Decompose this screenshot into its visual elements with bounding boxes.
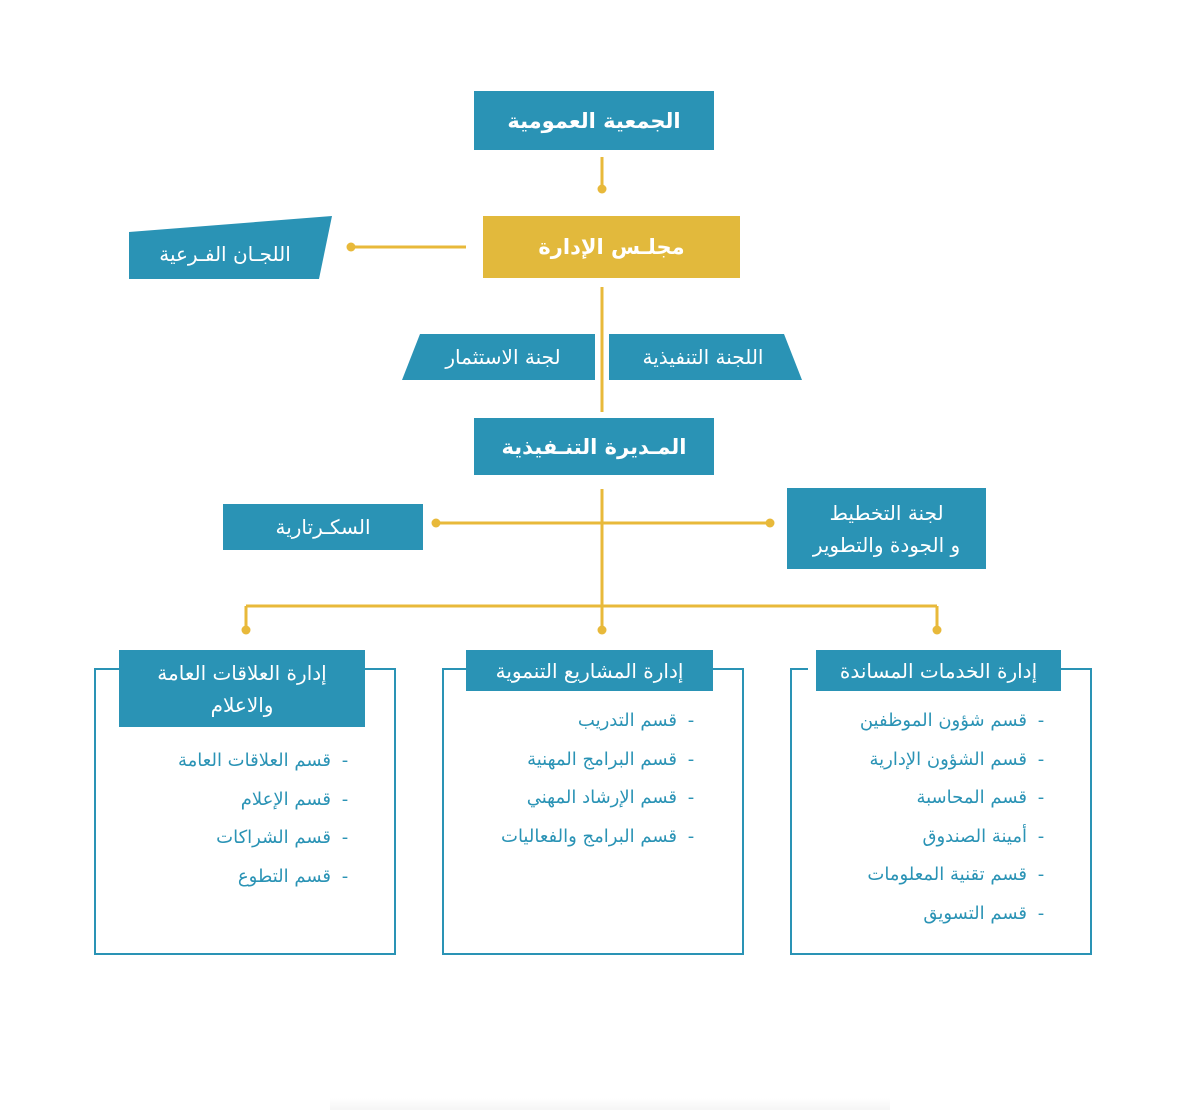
- executive-committee-shape: [609, 334, 802, 380]
- dept-title-support-services: إدارة الخدمات المساندة: [816, 650, 1061, 691]
- panel-border: [365, 668, 396, 670]
- panel-border: [442, 668, 466, 670]
- list-item: -قسم الشؤون الإدارية: [860, 741, 1055, 780]
- bullet-dash: -: [1037, 902, 1045, 924]
- dept-panel-public-relations: [94, 668, 396, 955]
- list-item: -قسم الإعلام: [178, 781, 359, 820]
- list-item-label: أمينة الصندوق: [922, 825, 1027, 847]
- dept-panel-development-projects: [442, 668, 744, 955]
- general-assembly-box: الجمعية العمومية: [474, 91, 714, 150]
- footer-shadow: [330, 1098, 890, 1110]
- bullet-dash: -: [687, 787, 695, 808]
- list-item-label: قسم الإعلام: [240, 788, 331, 810]
- secretariat-label: السكـرتارية: [275, 515, 371, 539]
- bullet-dash: -: [687, 710, 695, 731]
- secretariat-box: السكـرتارية: [223, 504, 423, 550]
- connector-dot: [241, 625, 251, 635]
- planning-committee-line1: لجنة التخطيط: [829, 500, 944, 525]
- subcommittees-box: اللجـان الفـرعية: [135, 230, 315, 278]
- dept-title-label: إدارة المشاريع التنموية: [495, 658, 684, 683]
- connector-dot: [346, 242, 356, 252]
- panel-border: [1061, 668, 1092, 670]
- list-item-label: قسم الإرشاد المهني: [526, 787, 677, 808]
- list-item: -قسم شؤون الموظفين: [860, 702, 1055, 741]
- list-item: -قسم الإرشاد المهني: [501, 779, 705, 818]
- executive-committee-label: اللجنة التنفيذية: [642, 345, 764, 369]
- investment-committee-shape: [402, 334, 595, 380]
- executive-directorate-label: المـديرة التنـفيذية: [501, 434, 687, 459]
- dept-list-public-relations: -قسم العلاقات العامة -قسم الإعلام -قسم ا…: [178, 742, 359, 896]
- bullet-dash: -: [1037, 787, 1045, 808]
- list-item: -قسم التدريب: [501, 702, 705, 741]
- executive-directorate-box: المـديرة التنـفيذية: [474, 418, 714, 475]
- list-item: -قسم البرامج والفعاليات: [501, 818, 705, 857]
- executive-committee-box: اللجنة التنفيذية: [622, 334, 784, 380]
- bullet-dash: -: [1037, 710, 1045, 731]
- dept-title-line1: إدارة العلاقات العامة: [157, 660, 327, 685]
- bullet-dash: -: [1037, 748, 1045, 770]
- board-label: مجلـس الإدارة: [538, 235, 685, 259]
- panel-border: [713, 668, 744, 670]
- list-item: -قسم التطوع: [178, 858, 359, 897]
- subcommittees-shape: [129, 216, 332, 279]
- list-item-label: قسم التطوع: [237, 865, 331, 887]
- list-item: -قسم البرامج المهنية: [501, 741, 705, 780]
- bullet-dash: -: [341, 750, 349, 771]
- bullet-dash: -: [687, 748, 695, 770]
- bullet-dash: -: [341, 788, 349, 810]
- bullet-dash: -: [1037, 864, 1045, 885]
- list-item: -قسم التسويق: [860, 895, 1055, 934]
- subcommittees-label: اللجـان الفـرعية: [159, 242, 291, 266]
- connector-dot: [597, 184, 607, 194]
- dept-title-public-relations: إدارة العلاقات العامة والاعلام: [119, 650, 365, 727]
- list-item-label: قسم التسويق: [923, 902, 1027, 924]
- bullet-dash: -: [341, 827, 349, 848]
- dept-panel-support-services: [790, 668, 1092, 955]
- connector-dot: [597, 625, 607, 635]
- dept-title-label: إدارة الخدمات المساندة: [839, 658, 1038, 683]
- connector-dot: [932, 625, 942, 635]
- list-item-label: قسم المحاسبة: [916, 787, 1027, 808]
- planning-committee-box: لجنة التخطيط و الجودة والتطوير: [787, 488, 986, 569]
- list-item-label: قسم الشراكات: [216, 827, 331, 848]
- dept-list-development-projects: -قسم التدريب -قسم البرامج المهنية -قسم ا…: [501, 702, 705, 856]
- panel-border: [790, 668, 808, 670]
- bullet-dash: -: [687, 825, 695, 847]
- board-box: مجلـس الإدارة: [483, 216, 740, 278]
- list-item-label: قسم الشؤون الإدارية: [869, 748, 1027, 770]
- dept-title-development-projects: إدارة المشاريع التنموية: [466, 650, 713, 691]
- list-item: -قسم الشراكات: [178, 819, 359, 858]
- list-item-label: قسم التدريب: [577, 710, 677, 731]
- list-item-label: قسم العلاقات العامة: [178, 750, 331, 771]
- list-item-label: قسم تقنية المعلومات: [867, 864, 1027, 885]
- investment-committee-label: لجنة الاستثمار: [445, 345, 561, 369]
- dept-title-line2: والاعلام: [210, 692, 274, 717]
- bullet-dash: -: [341, 865, 349, 887]
- bullet-dash: -: [1037, 825, 1045, 847]
- list-item: -قسم المحاسبة: [860, 779, 1055, 818]
- list-item: -أمينة الصندوق: [860, 818, 1055, 857]
- list-item: -قسم العلاقات العامة: [178, 742, 359, 781]
- dept-list-support-services: -قسم شؤون الموظفين -قسم الشؤون الإدارية …: [860, 702, 1055, 933]
- general-assembly-label: الجمعية العمومية: [507, 108, 681, 133]
- list-item-label: قسم شؤون الموظفين: [859, 710, 1027, 731]
- investment-committee-box: لجنة الاستثمار: [422, 334, 584, 380]
- panel-border: [94, 668, 119, 670]
- connector-dot: [431, 518, 441, 528]
- list-item: -قسم تقنية المعلومات: [860, 856, 1055, 895]
- connector-dot: [765, 518, 775, 528]
- planning-committee-line2: و الجودة والتطوير: [812, 532, 961, 557]
- list-item-label: قسم البرامج المهنية: [527, 748, 677, 770]
- list-item-label: قسم البرامج والفعاليات: [501, 825, 677, 847]
